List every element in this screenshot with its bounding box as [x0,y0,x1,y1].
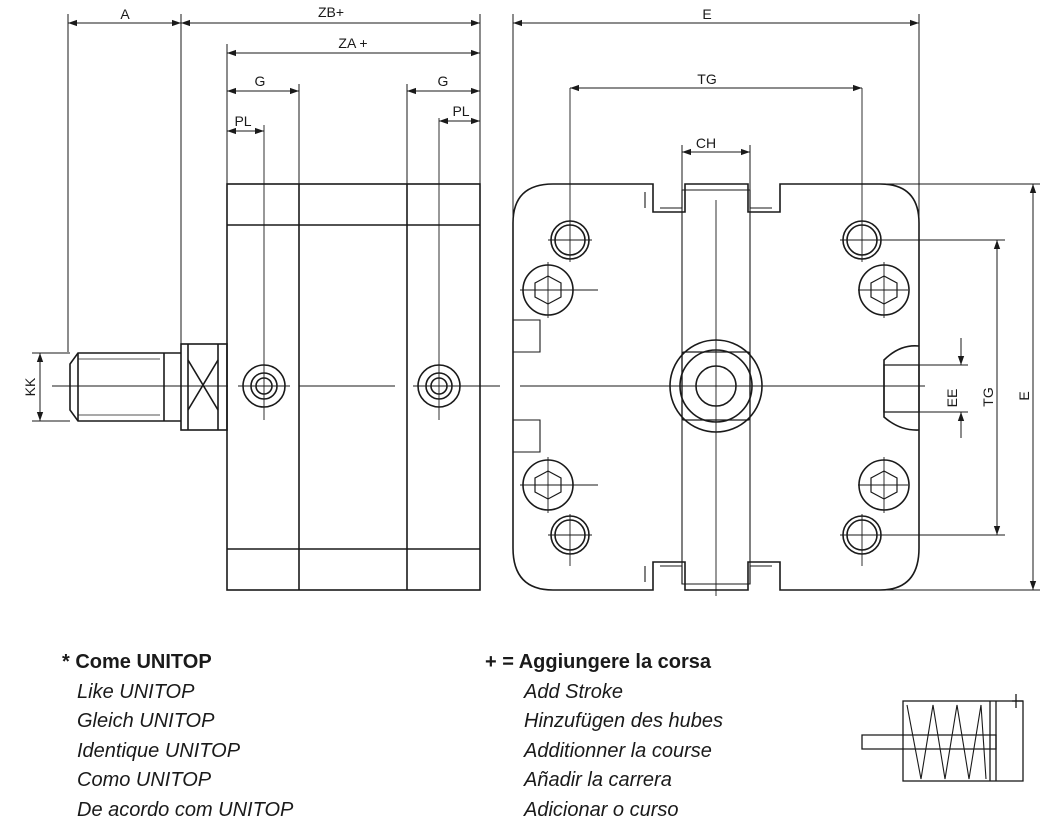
dim-g-right-label: G [438,73,449,89]
dim-kk-label: KK [22,377,38,396]
dim-zb-label: ZB+ [318,4,344,20]
legend-like-unitop: * Come UNITOP Like UNITOP Gleich UNITOP … [62,648,293,825]
dim-a-label: A [120,6,130,22]
legend-left-item: Like UNITOP [77,680,195,703]
side-view [52,118,500,591]
dim-za-label: ZA + [338,35,367,51]
dim-e-right-label: E [1016,391,1032,400]
dim-ee-label: EE [944,389,960,408]
dim-g-left-label: G [255,73,266,89]
dimension-labels: A ZB+ ZA + G G PL PL KK E TG CH EE TG E [22,4,1032,407]
dim-pl-right-label: PL [452,103,469,119]
dim-pl-left-label: PL [234,113,251,129]
legend-left-item: De acordo com UNITOP [77,798,294,821]
legend-right-item: Añadir la carrera [524,769,672,791]
dimension-lines [32,14,1037,590]
legend-left-item: Como UNITOP [77,769,212,791]
dim-tg-top-label: TG [697,71,716,87]
legend-right-item: Hinzufügen des hubes [524,710,724,732]
dim-ch-label: CH [696,135,716,151]
legend-right-item: Add Stroke [524,680,623,703]
legend-left-heading: * Come UNITOP [62,651,212,673]
legend-right-item: Adicionar o curso [524,798,679,821]
dim-tg-right-label: TG [980,387,996,406]
dim-e-top-label: E [702,6,711,22]
legend-add-stroke: + = Aggiungere la corsa Add Stroke Hinzu… [485,648,723,825]
legend-right-heading: + = Aggiungere la corsa [485,651,712,673]
legend-right-item: Additionner la course [524,739,712,762]
legend-left-item: Gleich UNITOP [77,710,215,732]
spring-return-cylinder-symbol [861,694,1024,782]
legend-left-item: Identique UNITOP [77,739,241,762]
